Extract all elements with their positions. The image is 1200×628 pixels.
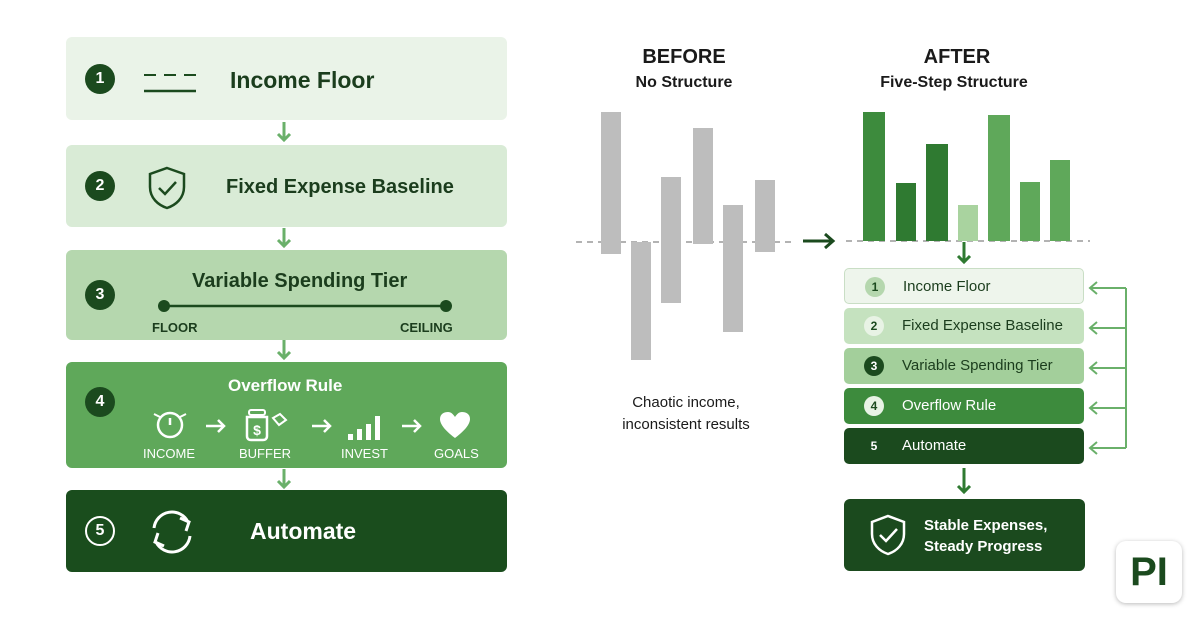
range-slider-icon: [158, 300, 452, 312]
summary-label: Overflow Rule: [902, 397, 997, 414]
step-overflow-rule: 4 Overflow Rule $ INCOME BUFFER INVEST G…: [66, 362, 507, 468]
after-bar: [958, 205, 978, 241]
after-structured-bars: [846, 112, 1090, 242]
before-chaotic-bars: [576, 112, 796, 360]
summary-number: 4: [864, 396, 884, 416]
before-bar: [601, 112, 621, 254]
feedback-loop-arrows: [1088, 281, 1127, 455]
after-bar: [926, 144, 948, 241]
summary-label: Income Floor: [903, 278, 991, 295]
summary-item-income-floor: 1 Income Floor: [844, 268, 1084, 304]
summary-number: 1: [865, 277, 885, 297]
flow-label-invest: INVEST: [341, 446, 388, 461]
summary-number: 5: [870, 439, 878, 453]
goals-heart-icon: [440, 412, 470, 438]
step-title: Fixed Expense Baseline: [226, 176, 454, 198]
summary-item-overflow-rule: 4 Overflow Rule: [844, 388, 1084, 424]
after-bar: [863, 112, 885, 241]
flow-label-income: INCOME: [143, 446, 195, 461]
arrow-right-icon: [402, 419, 422, 433]
before-subtitle: No Structure: [635, 74, 733, 91]
step-number: 5: [85, 516, 115, 546]
shield-check-icon: [870, 514, 906, 556]
before-caption-line: Chaotic income,: [632, 394, 740, 411]
flow-label-goals: GOALS: [434, 446, 479, 461]
before-bar: [723, 205, 743, 332]
before-bar: [661, 177, 681, 303]
before-title: BEFORE: [642, 46, 726, 68]
arrow-right-icon: [803, 232, 836, 250]
step-variable-spending-tier: 3 Variable Spending Tier FLOOR CEILING: [66, 250, 507, 340]
before-bar: [755, 180, 775, 252]
result-stable-expenses: Stable Expenses, Steady Progress: [844, 499, 1085, 571]
step-title: Automate: [250, 518, 357, 544]
step-fixed-expense-baseline: 2 Fixed Expense Baseline: [66, 145, 507, 227]
down-arrow-icon: [276, 340, 292, 361]
result-line: Stable Expenses,: [924, 517, 1048, 534]
after-subtitle: Five-Step Structure: [880, 74, 1028, 91]
down-arrow-icon: [956, 468, 972, 495]
step-income-floor: 1 Income Floor: [66, 37, 507, 120]
step-number: 2: [85, 171, 115, 201]
before-caption: Chaotic income, inconsistent results: [596, 392, 776, 436]
range-floor-label: FLOOR: [152, 320, 198, 335]
summary-item-variable-spending: 3 Variable Spending Tier: [844, 348, 1084, 384]
step-number: 4: [85, 387, 115, 417]
before-caption-line: inconsistent results: [622, 416, 750, 433]
down-arrow-icon: [956, 242, 972, 265]
after-bar: [1020, 182, 1040, 241]
summary-item-fixed-expense: 2 Fixed Expense Baseline: [844, 308, 1084, 344]
down-arrow-icon: [276, 122, 292, 143]
result-line: Steady Progress: [924, 538, 1043, 555]
step-title: Variable Spending Tier: [192, 270, 408, 292]
before-bar: [693, 128, 713, 244]
step-title: Income Floor: [230, 67, 375, 93]
result-text: Stable Expenses, Steady Progress: [924, 515, 1047, 557]
after-bar: [896, 183, 916, 241]
shield-check-icon: [148, 166, 186, 210]
svg-text:$: $: [253, 422, 261, 438]
after-bar: [1050, 160, 1070, 241]
summary-label: Fixed Expense Baseline: [902, 317, 1063, 334]
step-automate: 5 Automate: [66, 490, 507, 572]
down-arrow-icon: [276, 228, 292, 249]
summary-label: Automate: [902, 437, 967, 454]
arrow-right-icon: [312, 419, 332, 433]
income-floor-icon: [144, 74, 196, 93]
sync-arrows-icon: [152, 510, 192, 554]
arrow-right-icon: [206, 419, 226, 433]
income-clock-icon: [153, 411, 187, 439]
step-number: 1: [85, 64, 115, 94]
after-title: AFTER: [923, 46, 991, 68]
summary-number: 3: [864, 356, 884, 376]
range-ceiling-label: CEILING: [400, 320, 453, 335]
summary-label: Variable Spending Tier: [902, 357, 1053, 374]
brand-logo: PI: [1116, 541, 1182, 603]
flow-label-buffer: BUFFER: [239, 446, 291, 461]
after-bar: [988, 115, 1010, 241]
buffer-jar-icon: $: [245, 409, 288, 442]
before-bar: [631, 242, 651, 360]
invest-bars-icon: [348, 416, 380, 440]
summary-item-automate: 5 Automate: [844, 428, 1084, 464]
down-arrow-icon: [276, 469, 292, 490]
summary-number: 2: [864, 316, 884, 336]
step-number: 3: [85, 280, 115, 310]
step-title: Overflow Rule: [228, 376, 343, 395]
